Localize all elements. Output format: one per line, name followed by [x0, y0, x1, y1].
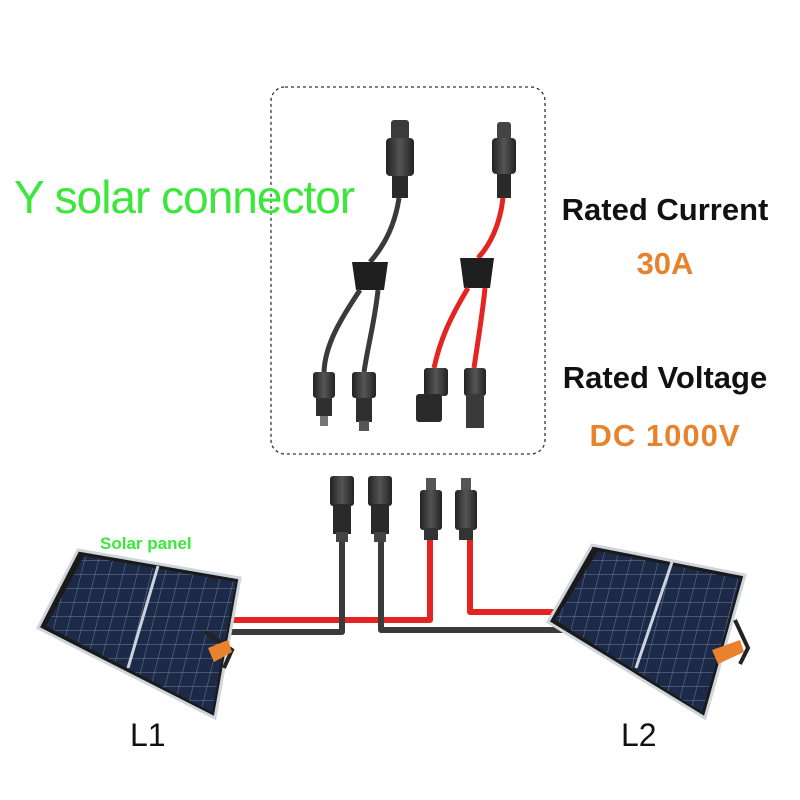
mc4-connector-icon: [330, 476, 477, 542]
panel-left-label: L1: [130, 717, 166, 753]
y-connector-red-icon: [416, 122, 516, 428]
rated-voltage-value: DC 1000V: [589, 418, 741, 453]
cable-runs: [180, 510, 575, 635]
connector-frame: [270, 86, 546, 455]
rated-voltage-label: Rated Voltage: [562, 360, 768, 395]
panel-right-label: L2: [621, 717, 657, 753]
solar-panel-icon: [35, 548, 242, 721]
page-title: Y solar connector: [14, 171, 355, 223]
rated-current-value: 30A: [636, 246, 694, 281]
solar-panel-label: Solar panel: [100, 534, 192, 553]
solar-panel-icon: [545, 543, 751, 721]
rated-current-label: Rated Current: [561, 192, 769, 227]
y-connector-black-icon: [313, 120, 414, 431]
